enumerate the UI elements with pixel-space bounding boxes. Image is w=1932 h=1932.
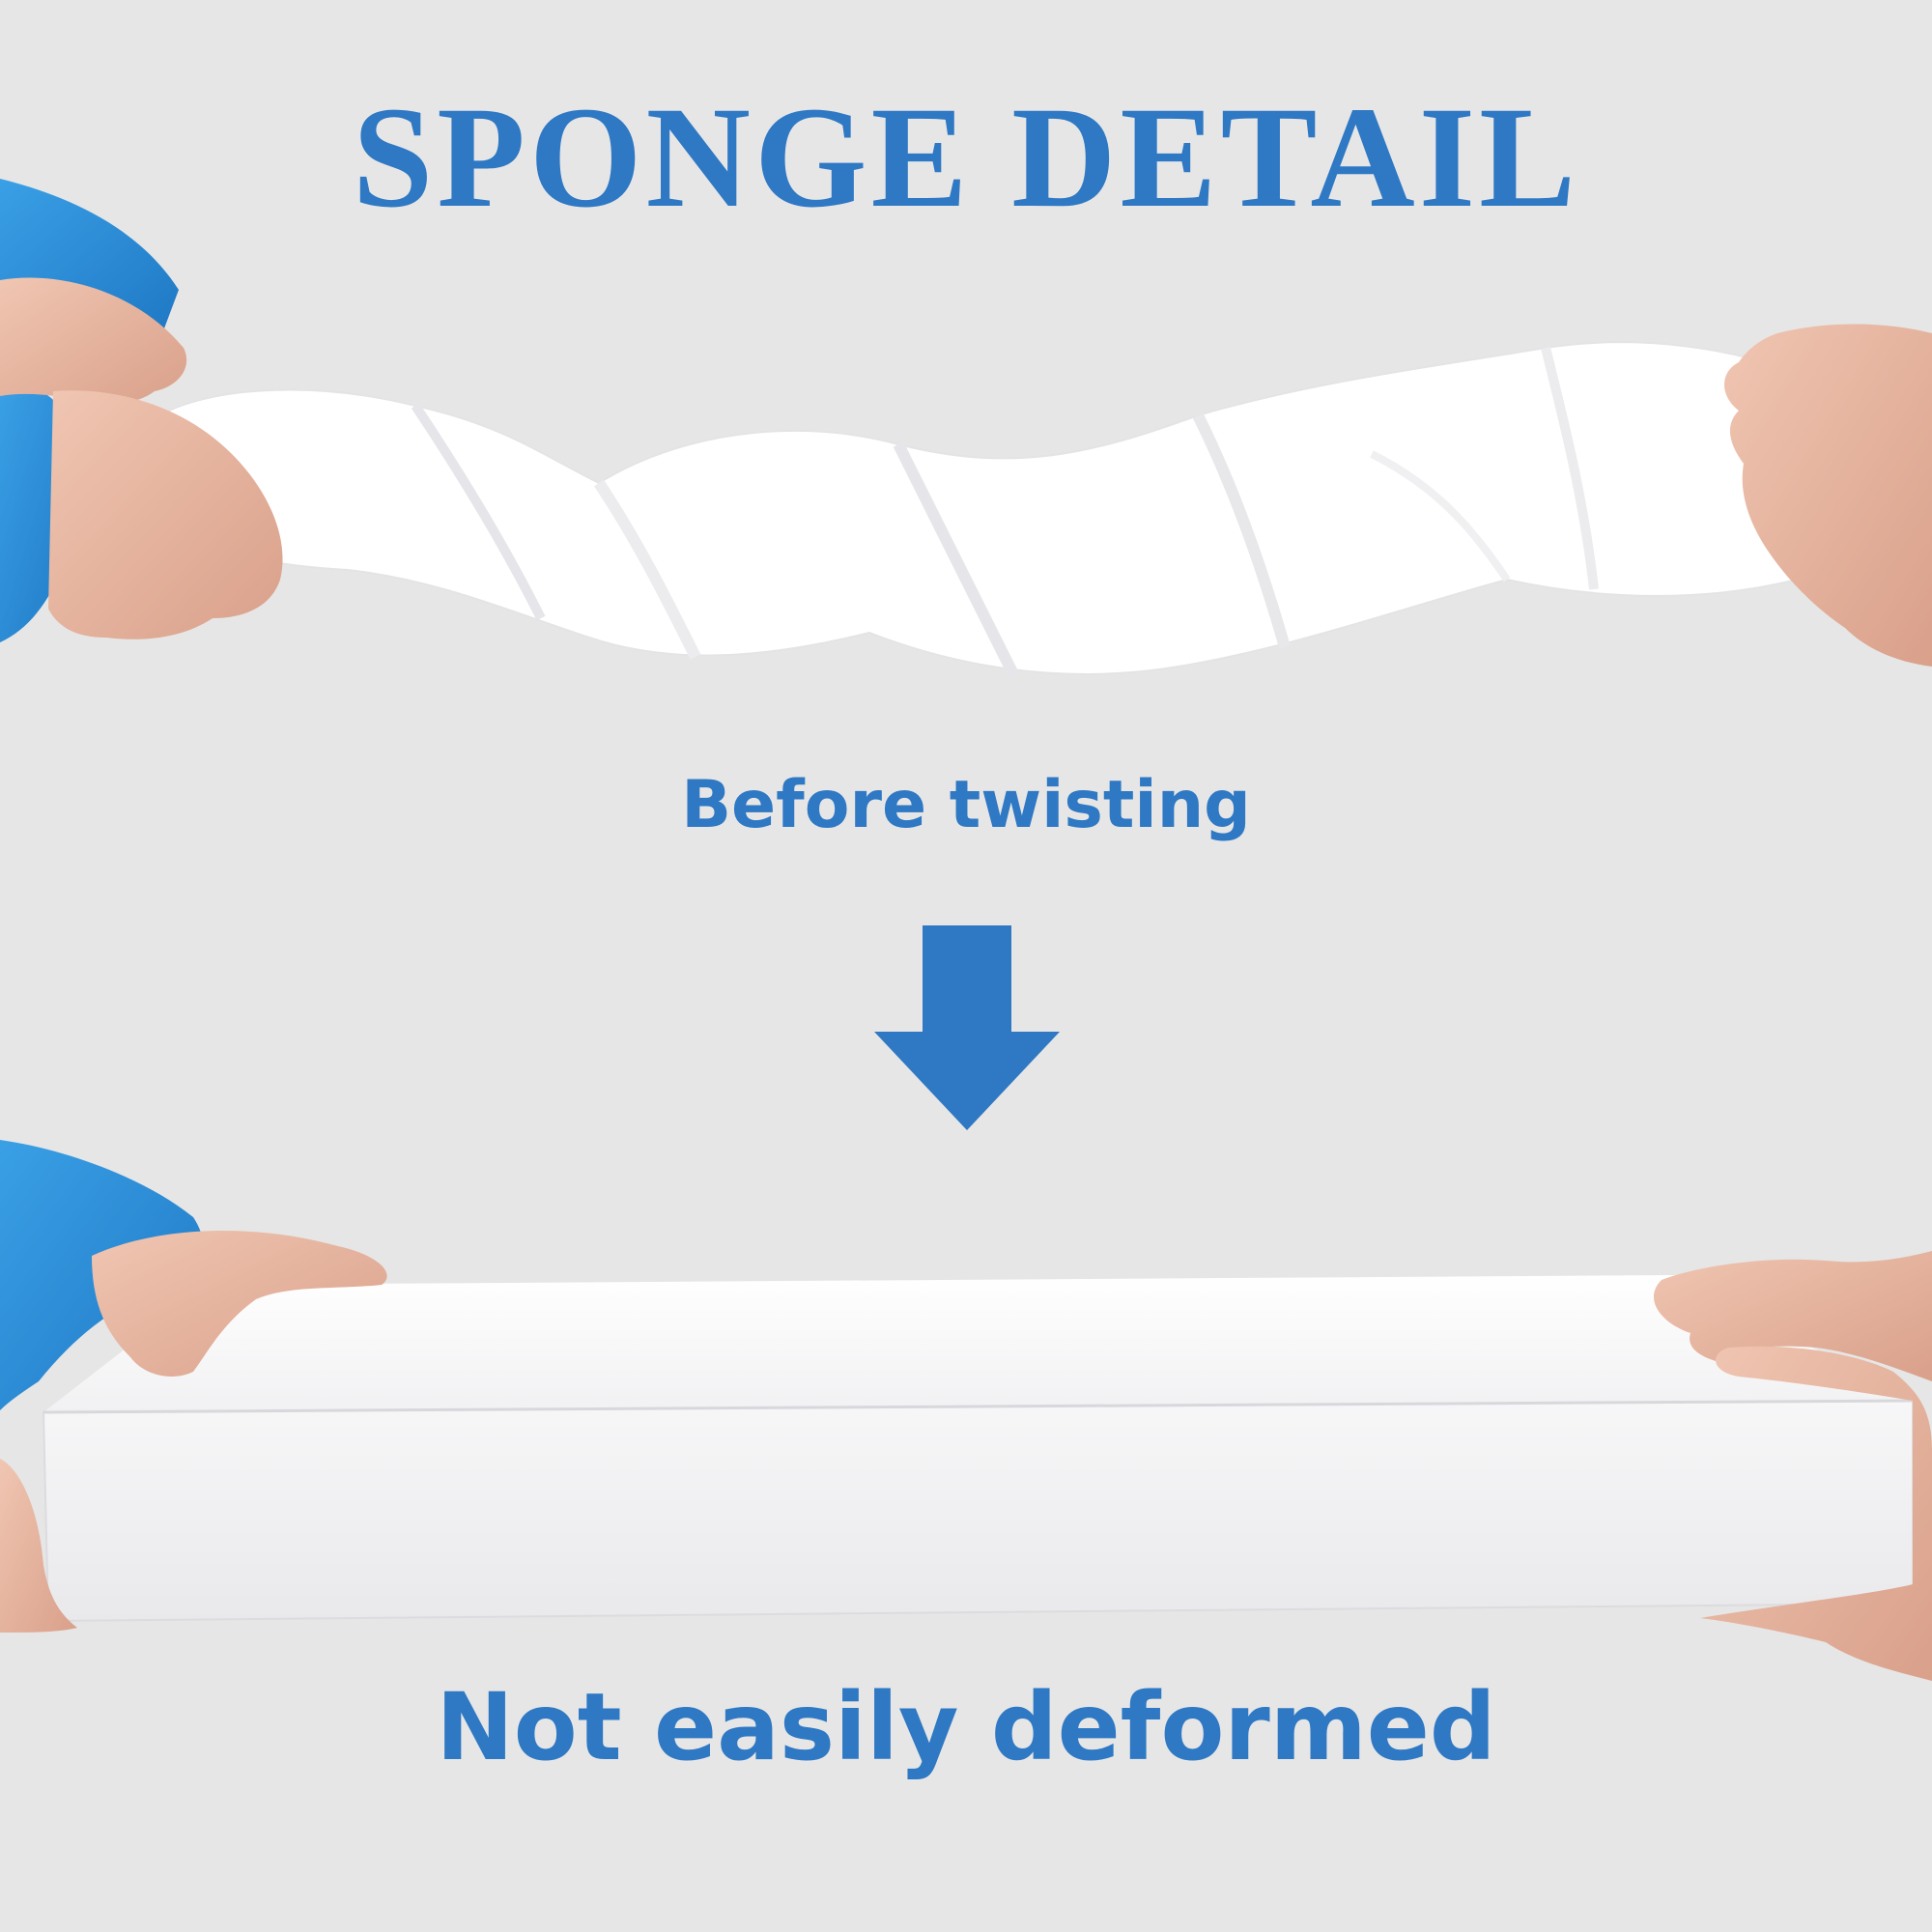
right-hand: [1724, 324, 1932, 667]
caption-not-easily-deformed: Not easily deformed: [436, 1673, 1496, 1781]
left-hand-upper: [0, 277, 187, 404]
arrow-down-icon: [874, 925, 1060, 1130]
flat-sponge-photo: [0, 1140, 1932, 1681]
left-hand-lower: [48, 390, 283, 639]
left-hand-under: [0, 1459, 77, 1633]
left-hand-top: [92, 1230, 387, 1377]
caption-before-twisting: Before twisting: [681, 767, 1251, 843]
foam-block-top: [43, 1275, 1913, 1412]
right-hand-under: [1700, 1346, 1932, 1681]
foam-block-front: [42, 1399, 1914, 1623]
twisted-sponge-photo: [0, 179, 1932, 679]
page-title: SPONGE DETAIL: [352, 77, 1580, 238]
right-hand-top: [1653, 1251, 1932, 1381]
